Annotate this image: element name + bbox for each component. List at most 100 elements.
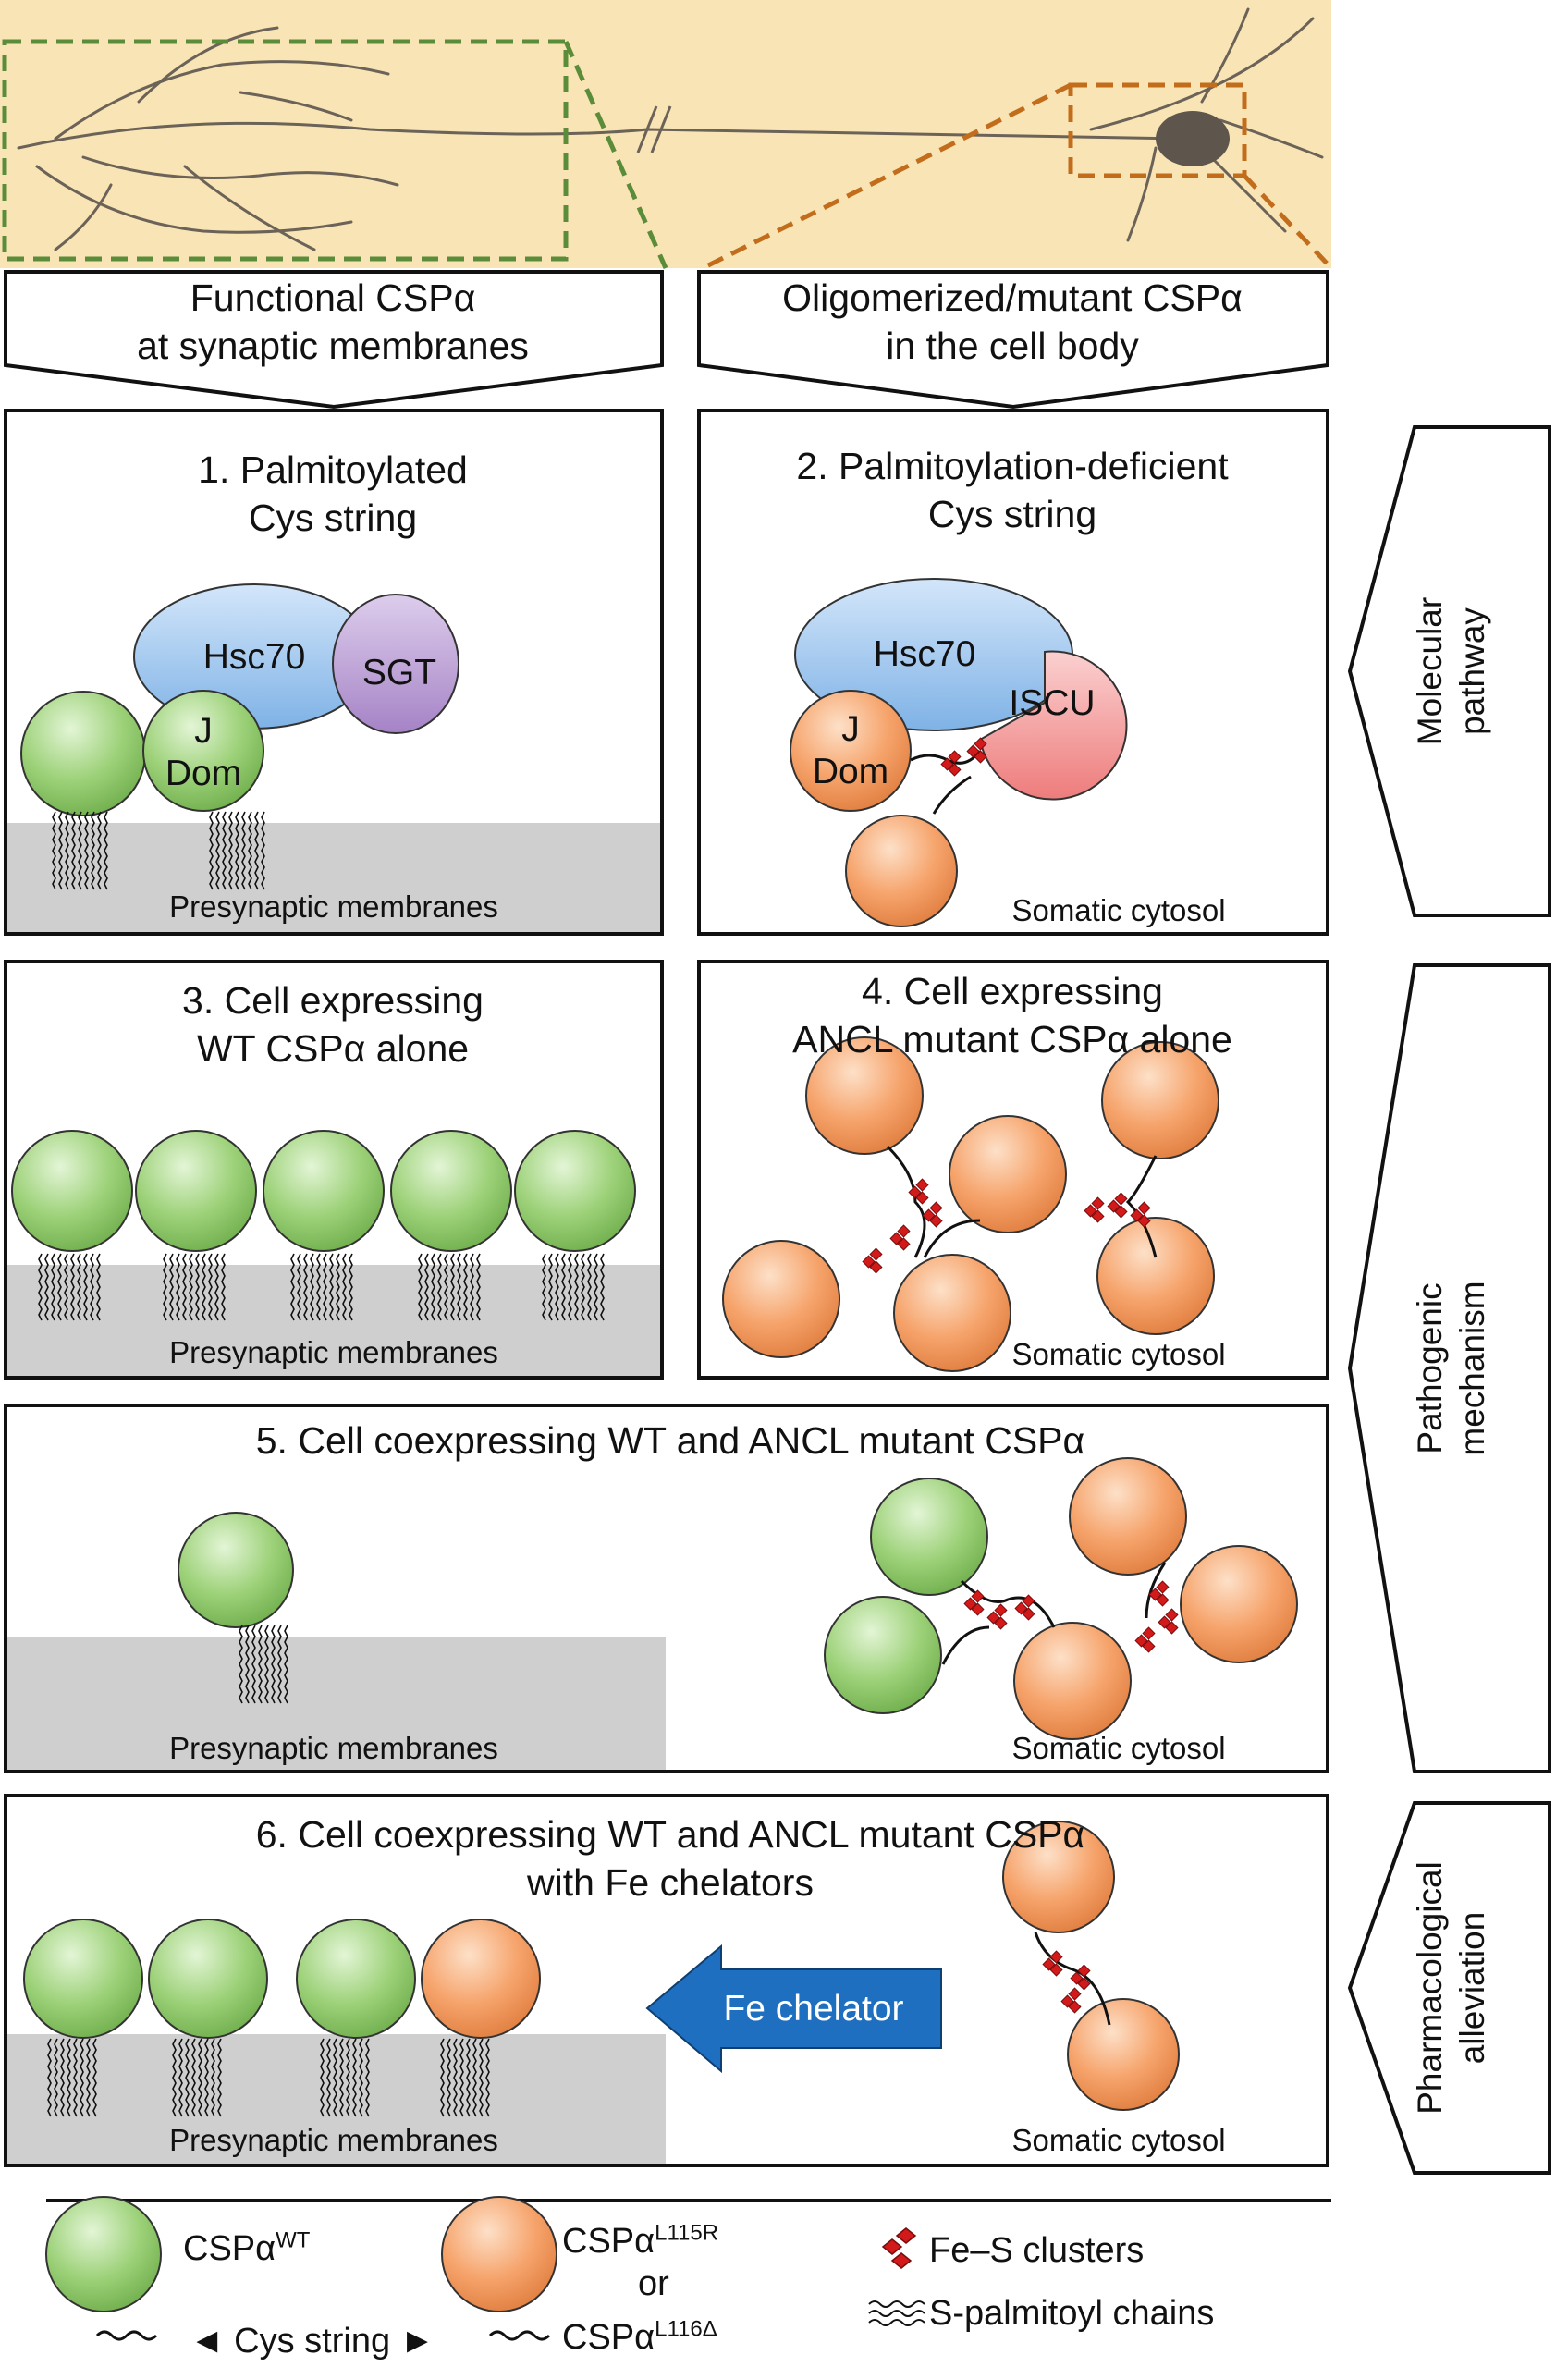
fes-cluster-p4-4 [1084,1196,1105,1223]
legend-cys-string: ◄ Cys string ► [190,2322,435,2361]
cytosol-label-p4: Somatic cytosol [1011,1337,1226,1371]
mutant-ball-p6-top [1002,1821,1115,1933]
panel-4-title-line1: 4. Cell expressing [862,970,1163,1012]
panel-4-title: 4. Cell expressing ANCL mutant CSPα alon… [703,967,1322,1063]
right-header-label: Oligomerized/mutant CSPα in the cell bod… [703,274,1322,370]
side-label-molecular-line1: Molecular [1411,596,1449,746]
right-header-line2: in the cell body [886,325,1139,367]
jdom-label-p2-line1: J [841,709,860,749]
legend-wt-label: CSPαWT [183,2228,310,2269]
wt-row-p3 [11,1130,636,1252]
fes-cluster-p6-2 [1060,1987,1082,2014]
membrane-label-p5: Presynaptic membranes [169,1731,498,1765]
cys-link-p6 [1034,1932,1111,2026]
left-header-arrow [4,270,664,410]
panel-4-title-line2: ANCL mutant CSPα alone [792,1018,1232,1061]
legend-mutant-ball [441,2196,557,2312]
legend-wt-ball [45,2196,162,2312]
fes-cluster-p4-3 [922,1201,943,1228]
panel-3-title-line1: 3. Cell expressing [182,979,484,1022]
right-header-line1: Oligomerized/mutant CSPα [782,276,1243,319]
fes-cluster-p5-4 [1158,1608,1179,1635]
legend-or: or [638,2264,669,2303]
membrane-p5 [7,1637,666,1770]
panel-6-title: 6. Cell coexpressing WT and ANCL mutant … [18,1810,1322,1907]
left-header-label: Functional CSPα at synaptic membranes [18,274,647,370]
fes-cluster-p4-1 [889,1224,911,1251]
cys-string-mutant-icon [488,2330,551,2341]
panel-5-title: 5. Cell coexpressing WT and ANCL mutant … [255,1419,1085,1462]
hsc70-label-p2: Hsc70 [873,634,976,674]
side-label-pharma-line1: Pharmacological [1411,1861,1449,2115]
left-header-line2: at synaptic membranes [137,325,529,367]
panel-2-title: 2. Palmitoylation-deficient Cys string [703,442,1322,538]
panel-2-title-line1: 2. Palmitoylation-deficient [796,445,1229,487]
fes-cluster-p6-0 [1042,1950,1063,1977]
fes-cluster-p5-2 [1014,1594,1035,1621]
csp-mutant-ball [845,815,958,927]
side-label-pathogenic-line2: mechanism [1453,1281,1491,1456]
palmitoyl-chains-p1b [209,811,265,890]
sgt-label: SGT [361,653,437,693]
legend-wt-base: CSPα [183,2229,276,2268]
panel-1-title: 1. Palmitoylated Cys string [18,446,647,542]
legend-wt-sup: WT [276,2227,311,2253]
fes-cluster-p5-5 [1134,1626,1156,1653]
legend-mut2-sup: L116Δ [655,2316,717,2342]
side-label-pathogenic: Pathogenic mechanism [1409,1248,1494,1489]
panel-1-title-line2: Cys string [248,497,418,539]
fe-chelator-arrow [645,1944,942,2074]
side-arrow-pathogenic [1347,963,1551,1773]
fes-cluster-p5-3 [1148,1580,1170,1607]
jdom-wt-ball [142,690,264,812]
cys-link-p4 [886,1145,1158,1258]
side-arrow-molecular [1347,425,1551,917]
panel-3-title: 3. Cell expressing WT CSPα alone [18,976,647,1073]
membrane-p6 [7,2034,666,2164]
right-header-arrow [697,270,1329,410]
side-label-pharmacological: Pharmacological alleviation [1409,1840,1494,2136]
palmitoyl-chain-icon [868,2300,925,2326]
membrane-label-p6: Presynaptic membranes [169,2123,498,2157]
palmitoyl-chains-p3-4 [542,1253,605,1321]
mutant-ball-p6-bottom [1067,1998,1180,2111]
neuron-illustration [0,0,1333,271]
palmitoyl-chains-p6-1 [172,2038,222,2117]
jdom-label-p2-line2: Dom [812,752,889,791]
fes-cluster-p4-2 [862,1247,883,1274]
side-label-molecular-line2: pathway [1453,607,1491,735]
left-header-line1: Functional CSPα [190,276,476,319]
jdom-mutant-ball [790,690,912,812]
side-label-molecular: Molecular pathway [1409,551,1494,791]
legend-mut1-sup: L115R [655,2220,719,2246]
mixed-oligomer-p5 [824,1457,1298,1740]
palmitoyl-chains-p3-1 [163,1253,226,1321]
cytosol-label-p5: Somatic cytosol [1011,1731,1226,1765]
panel-6-title-line1: 6. Cell coexpressing WT and ANCL mutant … [255,1813,1085,1856]
fes-cluster-p4-6 [1130,1201,1151,1228]
mutant-oligomer-p4 [722,1036,1219,1372]
palmitoyl-chains-p1a [52,811,108,890]
fe-chelator-label: Fe chelator [723,1989,904,2029]
palmitoyl-chains-p6-0 [47,2038,97,2117]
jdom-label-p1-line1: J [194,711,213,751]
fes-cluster-p6-1 [1070,1964,1091,1991]
cys-string-wt-icon [95,2330,158,2341]
panel-1-title-line1: 1. Palmitoylated [198,448,468,491]
fes-cluster-p4-0 [908,1178,929,1205]
cytosol-label-p6: Somatic cytosol [1011,2123,1226,2157]
fes-cluster-p2b [966,737,987,764]
legend-mut2-base: CSPα [562,2318,655,2357]
fes-cluster-icon [881,2227,917,2269]
panel-2-title-line2: Cys string [927,493,1097,535]
jdom-label-p1: J Dom [148,710,259,795]
membrane-label-p1: Presynaptic membranes [169,889,498,924]
panel-3-title-line2: WT CSPα alone [196,1027,470,1070]
legend-palmitoyl-label: S-palmitoyl chains [929,2294,1215,2333]
wt-ball-p5 [178,1512,294,1628]
palmitoyl-chains-p3-3 [418,1253,481,1321]
palmitoyl-chains-p6-2 [320,2038,370,2117]
side-label-pathogenic-line1: Pathogenic [1411,1282,1449,1454]
fes-cluster-p4-5 [1107,1192,1128,1219]
legend-mut2-label: CSPαL116Δ [562,2317,717,2358]
